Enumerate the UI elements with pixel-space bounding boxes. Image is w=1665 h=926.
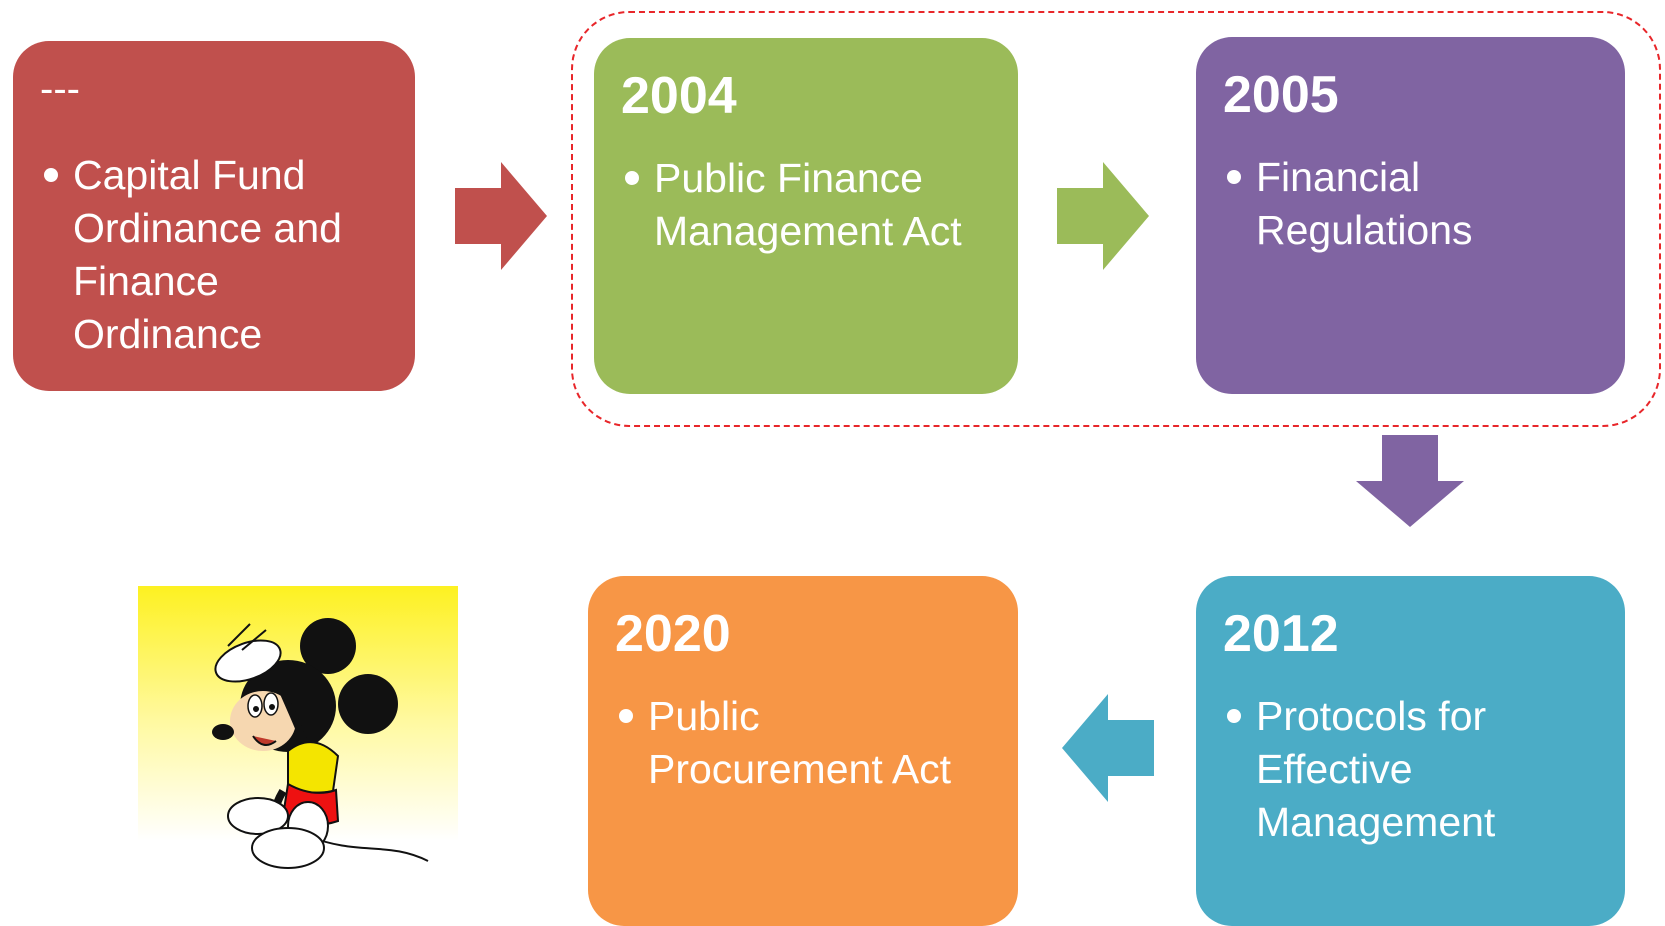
box-bullet: Public Procurement Act [615,690,992,796]
arrow-down-icon [1356,435,1464,527]
box-bullet: Capital Fund Ordinance and Finance Ordin… [40,149,389,361]
highlight-group-outline [571,11,1661,427]
box-bullet: Financial Regulations [1223,151,1599,257]
mickey-mouse-illustration [138,586,458,886]
arrow-right-icon [1057,162,1149,270]
box-year: 2012 [1223,605,1339,663]
box-bullet: Public Finance Management Act [621,152,992,258]
box-year: --- [40,67,80,111]
timeline-box-2005: 2005 Financial Regulations [1196,37,1625,394]
arrow-left-icon [1062,694,1154,802]
timeline-box-2020: 2020 Public Procurement Act [588,576,1018,926]
box-year: 2020 [615,605,731,663]
timeline-box-2012: 2012 Protocols for Effective Management [1196,576,1625,926]
mickey-mouse-icon [212,618,429,869]
box-year: 2005 [1223,66,1339,124]
arrow-right-icon [455,162,547,270]
box-year: 2004 [621,67,737,125]
box-bullet: Protocols for Effective Management [1223,690,1599,849]
timeline-box-ordinance: --- Capital Fund Ordinance and Finance O… [13,41,415,391]
timeline-box-2004: 2004 Public Finance Management Act [594,38,1018,394]
